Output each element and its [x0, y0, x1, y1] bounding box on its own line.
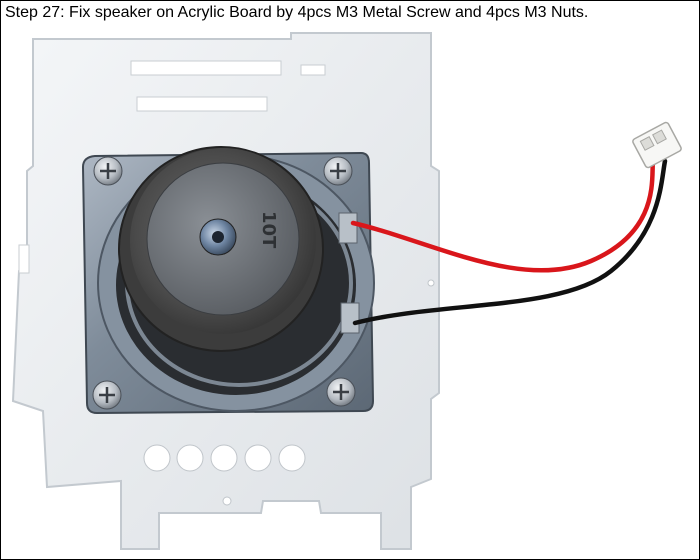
- screw-bottom-left: [92, 380, 122, 410]
- screw-top-left: [93, 156, 123, 186]
- speaker-wires: [350, 158, 668, 326]
- speaker-marking: 10T: [258, 211, 279, 249]
- jst-connector: [632, 121, 682, 169]
- speaker: 10T: [81, 146, 375, 415]
- screw-bottom-right: [326, 377, 356, 407]
- screw-top-right: [323, 156, 353, 186]
- step-caption: Step 27: Fix speaker on Acrylic Board by…: [5, 4, 589, 21]
